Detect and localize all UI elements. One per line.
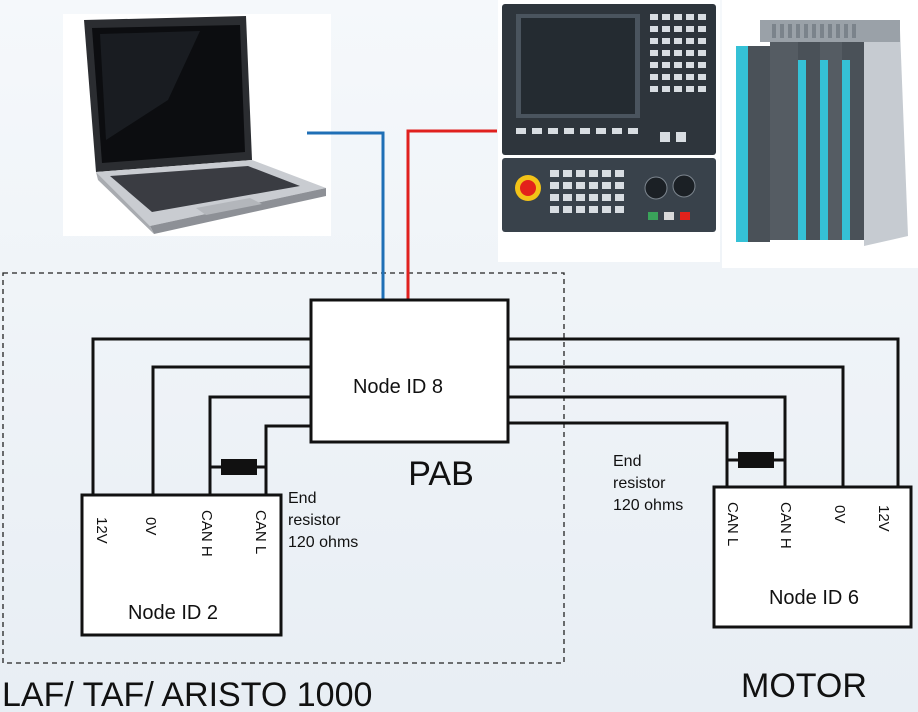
right-resistor-label-line2: resistor bbox=[613, 475, 666, 492]
node-2-pin-12v: 12V bbox=[93, 517, 110, 544]
node-2-pin-can-h: CAN H bbox=[198, 510, 215, 557]
left-group-label: LAF/ TAF/ ARISTO 1000 bbox=[2, 676, 372, 712]
right-end-resistor bbox=[738, 452, 774, 468]
node-2-pin-can-l: CAN L bbox=[252, 510, 269, 554]
node-2-box bbox=[80, 493, 283, 637]
pab-box bbox=[309, 298, 510, 444]
node-6-pin-0v: 0V bbox=[831, 505, 848, 523]
left-bus-wiring bbox=[91, 337, 311, 495]
node-6-label: Node ID 6 bbox=[769, 587, 859, 609]
node-2-pin-0v: 0V bbox=[142, 517, 159, 535]
node-6-pin-12v: 12V bbox=[875, 505, 892, 532]
left-resistor-label-line1: End bbox=[288, 490, 316, 507]
node-2-label: Node ID 2 bbox=[128, 602, 218, 624]
right-resistor-label-line1: End bbox=[613, 453, 641, 470]
left-resistor-label-line3: 120 ohms bbox=[288, 534, 358, 551]
cnc-control-panel-icon bbox=[498, 0, 720, 262]
pab-name-label: PAB bbox=[408, 455, 474, 493]
right-bus-wiring bbox=[508, 337, 900, 487]
laptop-link-wire bbox=[307, 131, 385, 300]
laptop-icon bbox=[63, 14, 331, 236]
right-group-label: MOTOR bbox=[741, 667, 867, 705]
left-resistor-label-line2: resistor bbox=[288, 512, 341, 529]
cnc-link-wire bbox=[406, 129, 497, 300]
left-end-resistor bbox=[221, 459, 257, 475]
node-6-pin-can-h: CAN H bbox=[777, 502, 794, 549]
group-boundary-dashed bbox=[2, 272, 565, 664]
pab-node-label: Node ID 8 bbox=[353, 376, 443, 398]
node-6-box bbox=[712, 485, 913, 629]
node-6-pin-can-l: CAN L bbox=[724, 502, 741, 546]
right-resistor-label-line3: 120 ohms bbox=[613, 497, 683, 514]
servo-drive-modules-icon bbox=[722, 0, 918, 268]
